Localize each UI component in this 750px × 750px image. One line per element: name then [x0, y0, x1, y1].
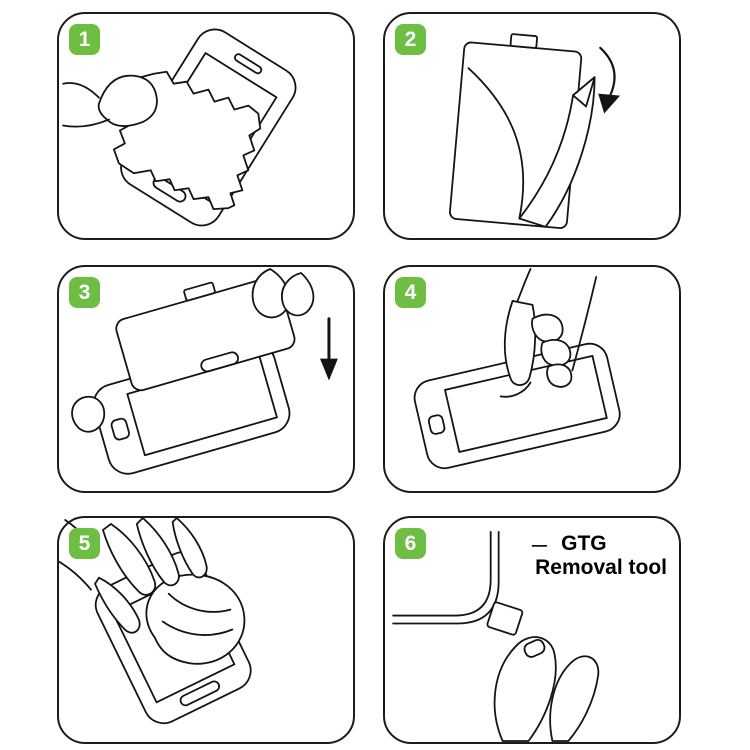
- step-panel-4: 4: [383, 265, 681, 493]
- removal-tool-label-line2: Removal tool: [535, 555, 667, 579]
- step-number-badge-3: 3: [69, 277, 100, 308]
- step-panel-2: 2: [383, 12, 681, 240]
- step-panel-3: 3: [57, 265, 355, 493]
- step-number-badge-2: 2: [395, 24, 426, 55]
- removal-tool-illustration: [392, 531, 600, 742]
- step-panel-6: 6 GTG Removal tool: [383, 516, 681, 744]
- align-protector-illustration: [71, 268, 338, 475]
- step-number-badge-5: 5: [69, 528, 100, 559]
- press-screen-illustration: [413, 268, 621, 470]
- removal-tool-label: GTG Removal tool: [535, 532, 667, 579]
- step-panel-1: 1: [57, 12, 355, 240]
- removal-tool-label-line1: GTG: [561, 532, 607, 555]
- step-number-badge-4: 4: [395, 277, 426, 308]
- step-panel-5: 5: [57, 516, 355, 744]
- step-number-badge-1: 1: [69, 24, 100, 55]
- wipe-phone-with-cloth-illustration: [62, 28, 297, 227]
- step-number-badge-6: 6: [395, 528, 426, 559]
- smooth-with-cloth-illustration: [59, 518, 252, 725]
- peel-film-illustration: [449, 33, 621, 229]
